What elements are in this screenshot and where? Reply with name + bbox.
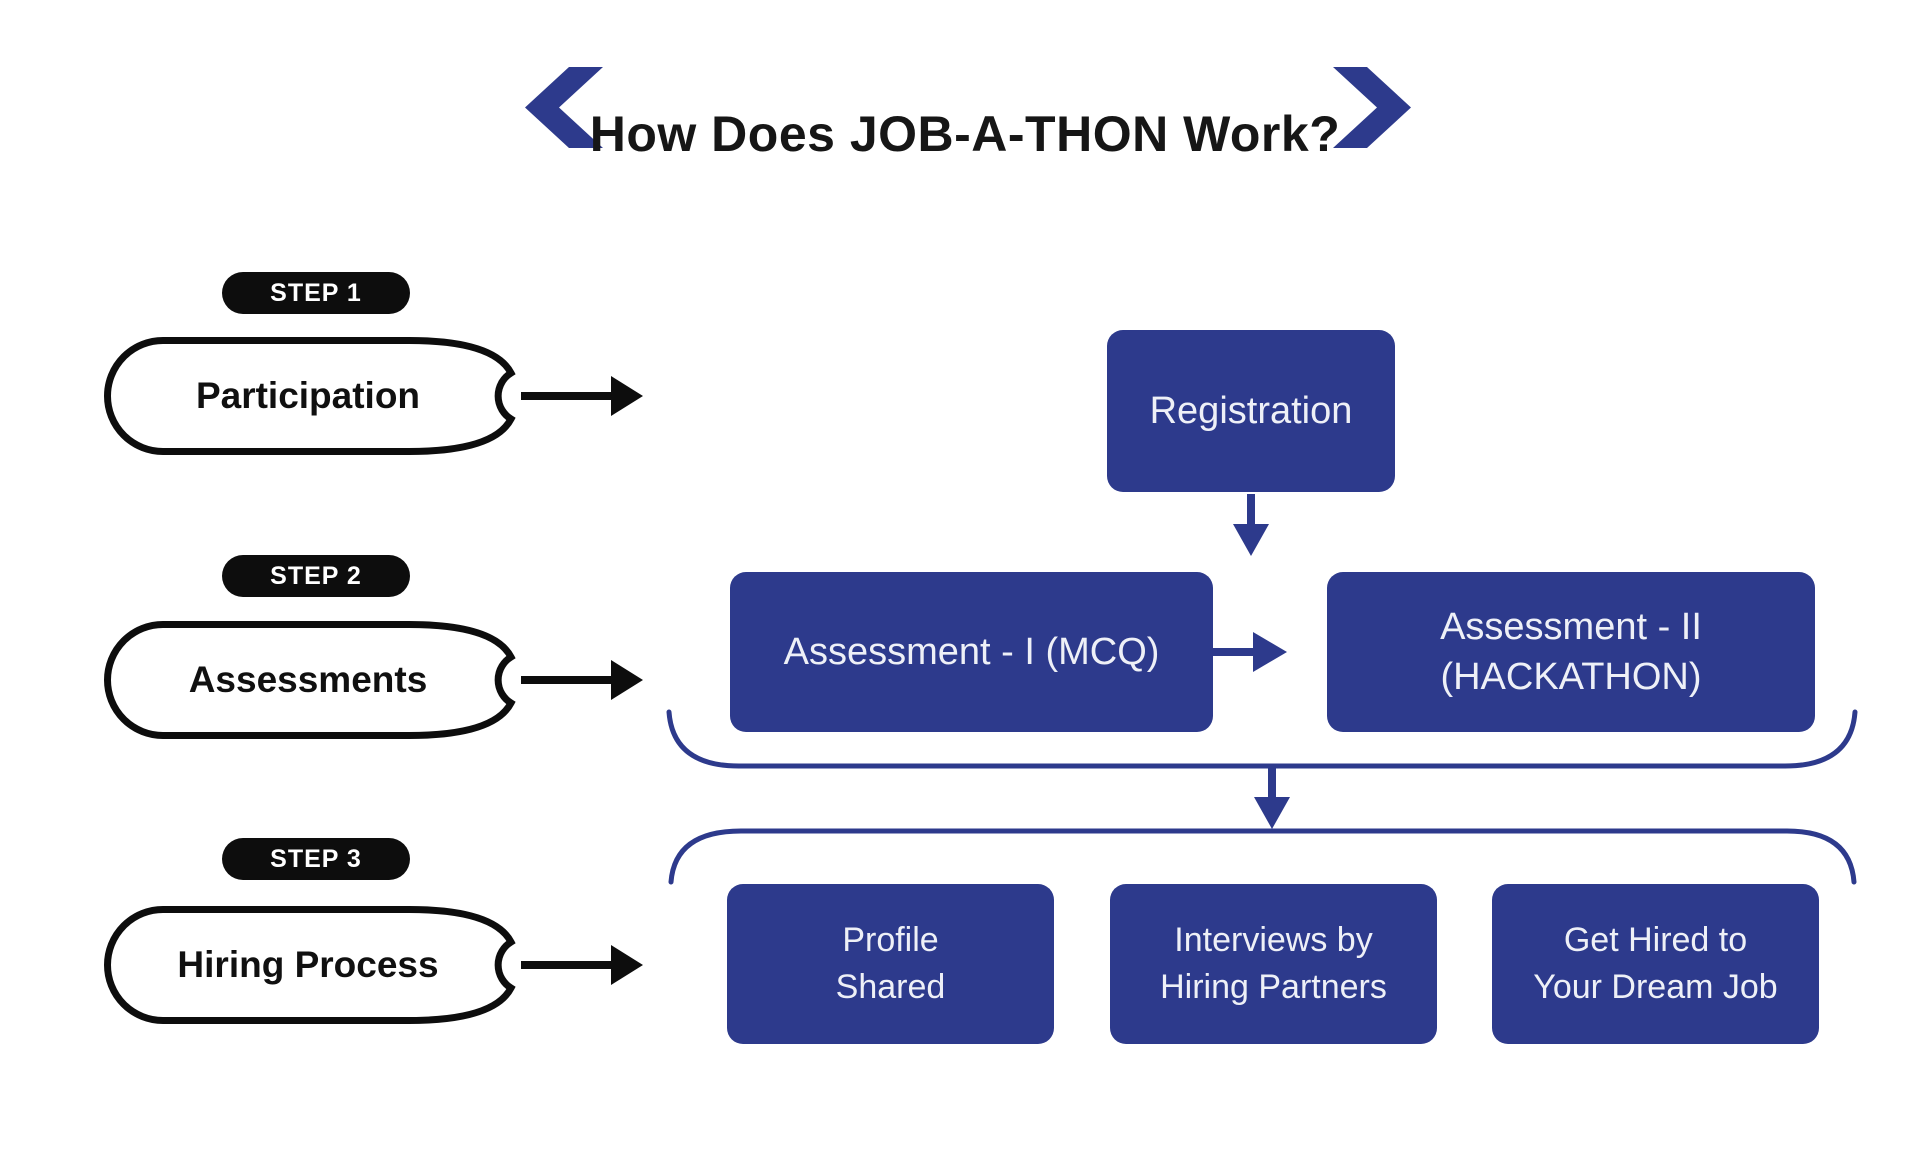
- step-1-arrow-icon: [521, 374, 643, 418]
- step-1-badge: STEP 1: [222, 272, 410, 314]
- step-3-pill-hiring-process: Hiring Process: [104, 904, 526, 1026]
- assessment-2-line-1: Assessment - II: [1440, 606, 1702, 648]
- step-3-pill-label: Hiring Process: [177, 944, 439, 985]
- title-chevron-right-icon: [1333, 67, 1411, 148]
- assessment-2-line-2: (HACKATHON): [1440, 656, 1702, 698]
- hiring-group-brace: [666, 826, 1862, 888]
- hiring-box-2-line-2: Hiring Partners: [1160, 968, 1387, 1006]
- hiring-box-3-line-2: Your Dream Job: [1533, 968, 1778, 1006]
- hiring-box-2-line-1: Interviews by: [1174, 921, 1373, 959]
- step-1-pill-participation: Participation: [104, 335, 526, 457]
- assessment-1-box: Assessment - I (MCQ): [730, 572, 1213, 732]
- hiring-box-3-line-1: Get Hired to: [1563, 921, 1748, 959]
- hiring-box-1-line-1: Profile: [842, 921, 939, 959]
- step-2-pill-assessments: Assessments: [104, 619, 526, 741]
- step-3-arrow-icon: [521, 943, 643, 987]
- assessments-group-brace: [664, 706, 1860, 772]
- step-1-pill-label: Participation: [195, 375, 421, 416]
- group-down-arrow-icon: [1252, 767, 1292, 829]
- registration-box: Registration: [1107, 330, 1395, 492]
- pill-notched-shape: [104, 621, 516, 739]
- pill-notched-shape: [104, 337, 516, 455]
- page-title: How Does JOB-A-THON Work?: [589, 105, 1341, 162]
- pill-notched-shape: [104, 906, 516, 1024]
- hiring-box-1-line-2: Shared: [835, 968, 946, 1006]
- hiring-box-interviews: Interviews by Hiring Partners: [1110, 884, 1437, 1044]
- step-2-badge: STEP 2: [222, 555, 410, 597]
- title-chevron-left-icon: [525, 67, 603, 148]
- step-2-arrow-icon: [521, 658, 643, 702]
- hiring-box-get-hired: Get Hired to Your Dream Job: [1492, 884, 1819, 1044]
- step-3-badge: STEP 3: [222, 838, 410, 880]
- assessment-right-arrow-icon: [1211, 630, 1287, 674]
- hiring-box-profile-shared: Profile Shared: [727, 884, 1054, 1044]
- assessment-2-box: Assessment - II (HACKATHON): [1327, 572, 1815, 732]
- step-2-pill-label: Assessments: [188, 659, 428, 700]
- registration-down-arrow-icon: [1231, 494, 1271, 556]
